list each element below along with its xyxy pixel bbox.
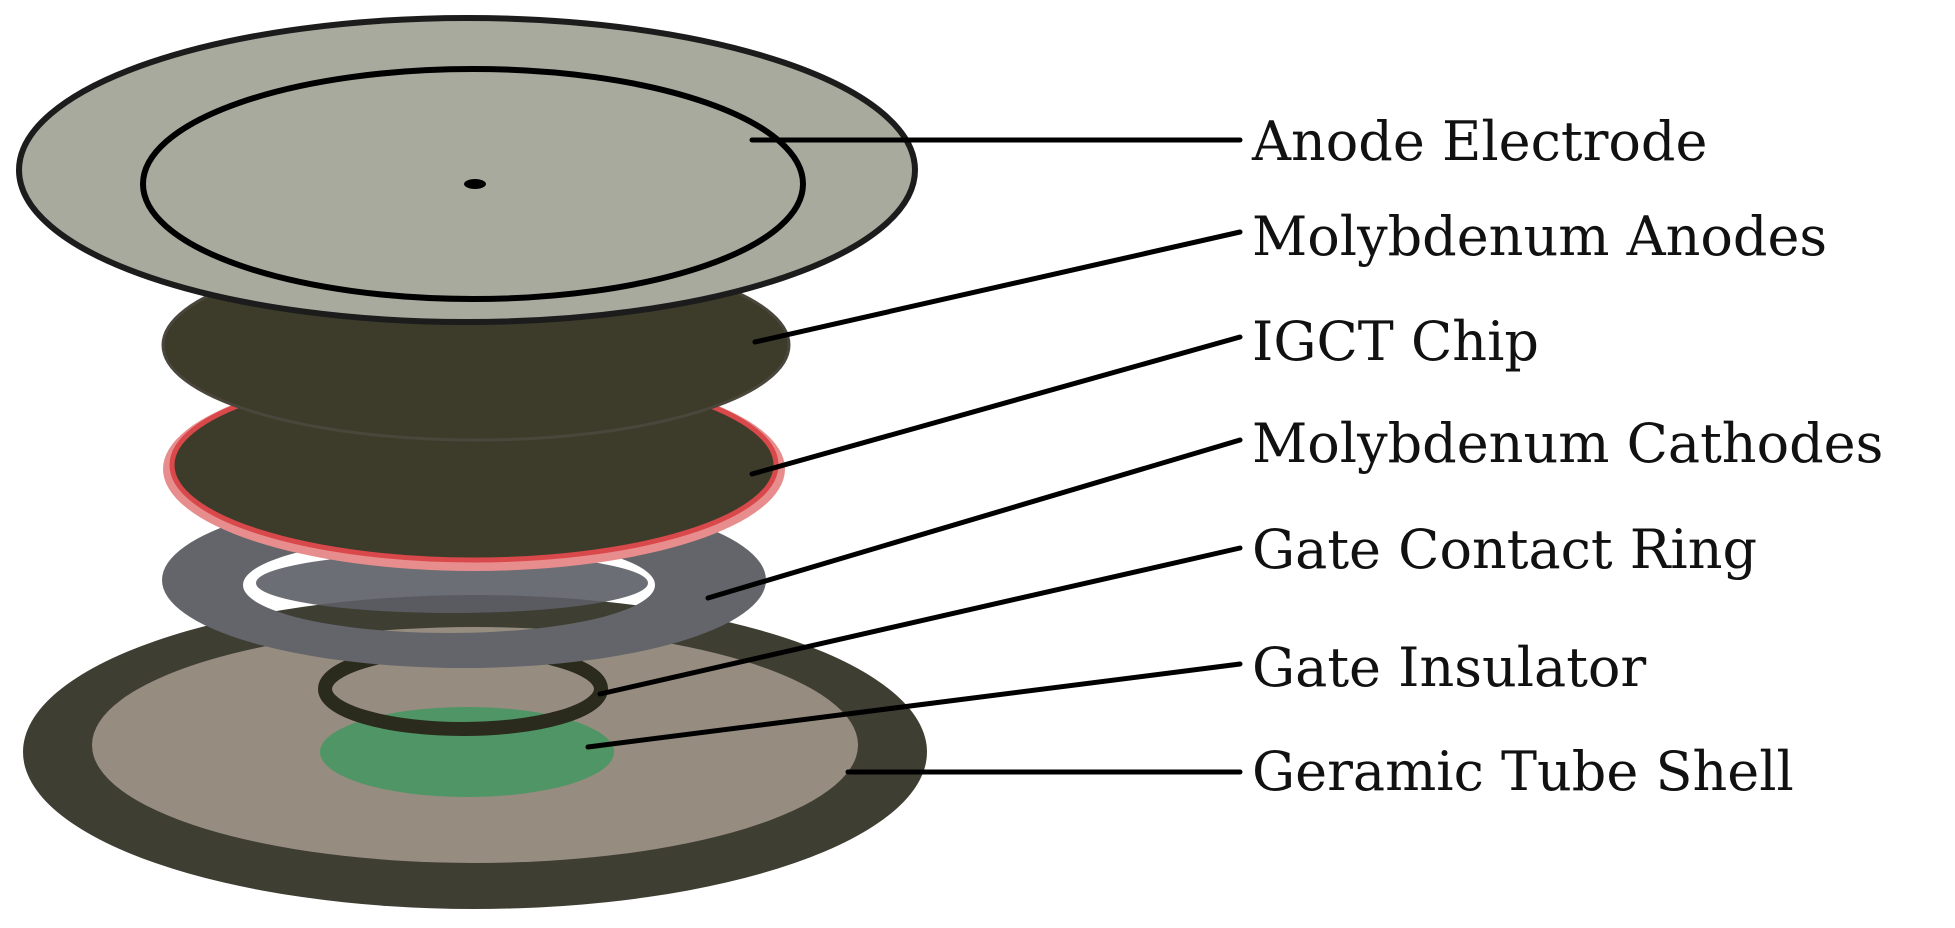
label-ceramic-tube-shell: Geramic Tube Shell — [1252, 740, 1794, 803]
label-gate-contact-ring: Gate Contact Ring — [1252, 518, 1757, 581]
leader-gate-insulator — [585, 661, 1243, 750]
label-anode-electrode: Anode Electrode — [1251, 110, 1707, 173]
label-molybdenum-anodes: Molybdenum Anodes — [1252, 205, 1827, 268]
label-igct-chip: IGCT Chip — [1252, 310, 1539, 373]
leader-gate-contact-ring — [597, 545, 1243, 697]
leader-molybdenum-anodes — [752, 229, 1243, 345]
leader-igct-chip — [749, 334, 1243, 477]
leader-molybdenum-cathodes — [705, 437, 1243, 601]
anode-electrode — [16, 15, 918, 325]
anode-electrode-inner-ring — [140, 66, 806, 302]
label-molybdenum-cathodes: Molybdenum Cathodes — [1252, 412, 1883, 475]
gate-contact-ring-inner-shadow — [256, 553, 648, 613]
anode-center-dot — [464, 179, 486, 189]
anode-electrode-disc — [16, 15, 918, 325]
label-gate-insulator: Gate Insulator — [1252, 636, 1646, 699]
